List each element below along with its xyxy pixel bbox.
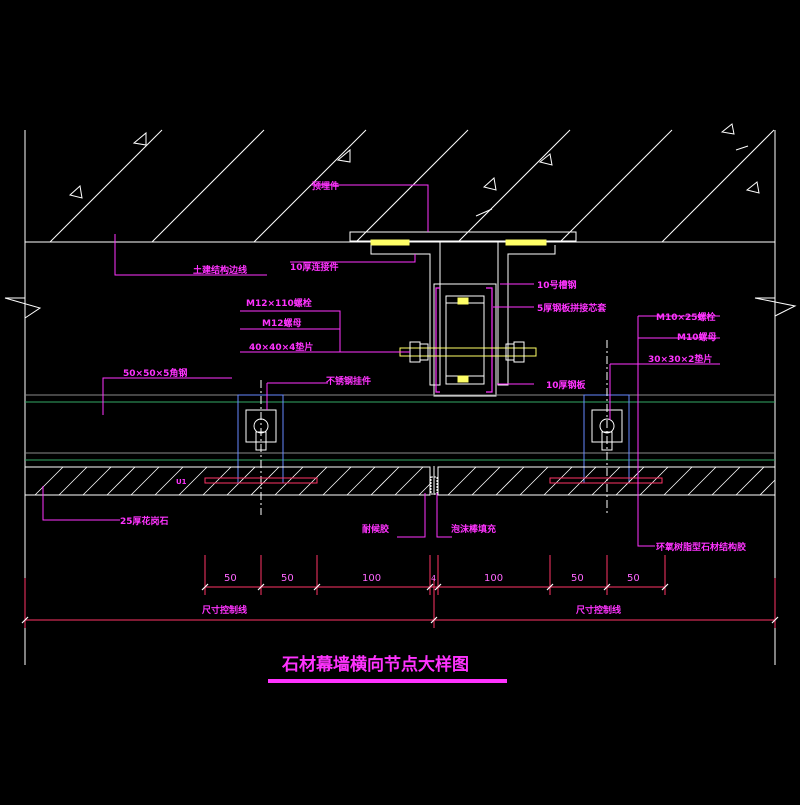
hatch-line [711,466,741,496]
leader-lines [42,184,720,547]
label-gap-mark: U1 [176,478,187,486]
hatch-line [759,479,776,496]
hatch-line [250,466,280,496]
dim-50-b: 50 [281,573,294,584]
label-channel: 10号槽钢 [537,279,577,291]
angle-steel-rails [25,394,775,461]
joint-seal [430,466,438,495]
label-plate-10: 10厚钢板 [546,379,587,391]
hatch-line [447,466,477,496]
hatch-line [154,466,184,496]
hatch-line [471,466,501,496]
title-underline [268,679,507,683]
dimension-ticks [21,583,779,624]
hatch-line [639,466,669,496]
hatch-line [394,466,424,496]
label-angle-steel: 50×50×5角钢 [123,367,187,379]
hatch-line [418,483,431,496]
hatch-line [274,466,304,496]
label-granite: 25厚花岗石 [120,515,169,527]
hatch-line [202,466,232,496]
aggregate-marks [68,123,760,217]
hatch-line [298,466,328,496]
hatch-line [58,466,88,496]
dim-50-c: 50 [571,573,584,584]
label-core-sleeve: 5厚钢板拼接芯套 [537,302,607,314]
dim-50-a: 50 [224,573,237,584]
hatch-line [495,466,525,496]
channel-steel [433,283,497,397]
label-embed-part: 预埋件 [312,180,339,192]
hatch-line [178,466,208,496]
m12-bolt [399,341,537,363]
hatch-line [226,466,256,496]
label-washer-40: 40×40×4垫片 [249,341,313,353]
drawing-title: 石材幕墙横向节点大样图 [281,654,469,675]
dim-100-a: 100 [362,573,381,584]
label-washer-30: 30×30×2垫片 [648,353,712,365]
label-control-line-right: 尺寸控制线 [576,604,621,616]
label-pendant: 不锈钢挂件 [326,375,371,387]
hatch-line [519,466,549,496]
label-nut-m12: M12螺母 [262,317,301,329]
dim-4: 4 [431,574,436,583]
pendant-left [237,380,284,515]
dim-100-b: 100 [484,573,503,584]
hatch-line [370,466,400,496]
hatch-line [663,466,693,496]
hatch-line [615,466,645,496]
label-bolt-m12: M12×110螺栓 [246,297,312,309]
slab-hatch [49,129,775,243]
hatch-line [543,466,573,496]
hatch-line [687,466,717,496]
label-foam-fill: 泡沫棒填充 [451,523,496,535]
embed-plate [349,231,577,386]
core-sleeve [435,287,493,393]
dim-50-d: 50 [627,573,640,584]
epoxy-slots [204,477,663,484]
granite-hatch [34,466,776,496]
hatch-line [346,466,376,496]
hatch-line [567,466,597,496]
hatch-line [34,466,64,496]
label-bolt-m10: M10×25螺栓 [656,311,716,323]
dimension-chain [24,555,776,628]
hatch-line [591,466,621,496]
hatch-line [130,466,160,496]
label-structure-edge: 土建结构边线 [193,264,247,276]
hatch-line [82,466,112,496]
label-connector: 10厚连接件 [290,261,339,273]
hatch-line [322,466,352,496]
label-weather-seal: 耐候胶 [362,523,389,535]
hatch-line [106,466,136,496]
label-control-line-left: 尺寸控制线 [202,604,247,616]
label-nut-m10: M10螺母 [677,331,716,343]
hatch-line [735,466,765,496]
concrete-slab [4,130,797,665]
label-epoxy: 环氧树脂型石材结构胶 [656,541,746,553]
